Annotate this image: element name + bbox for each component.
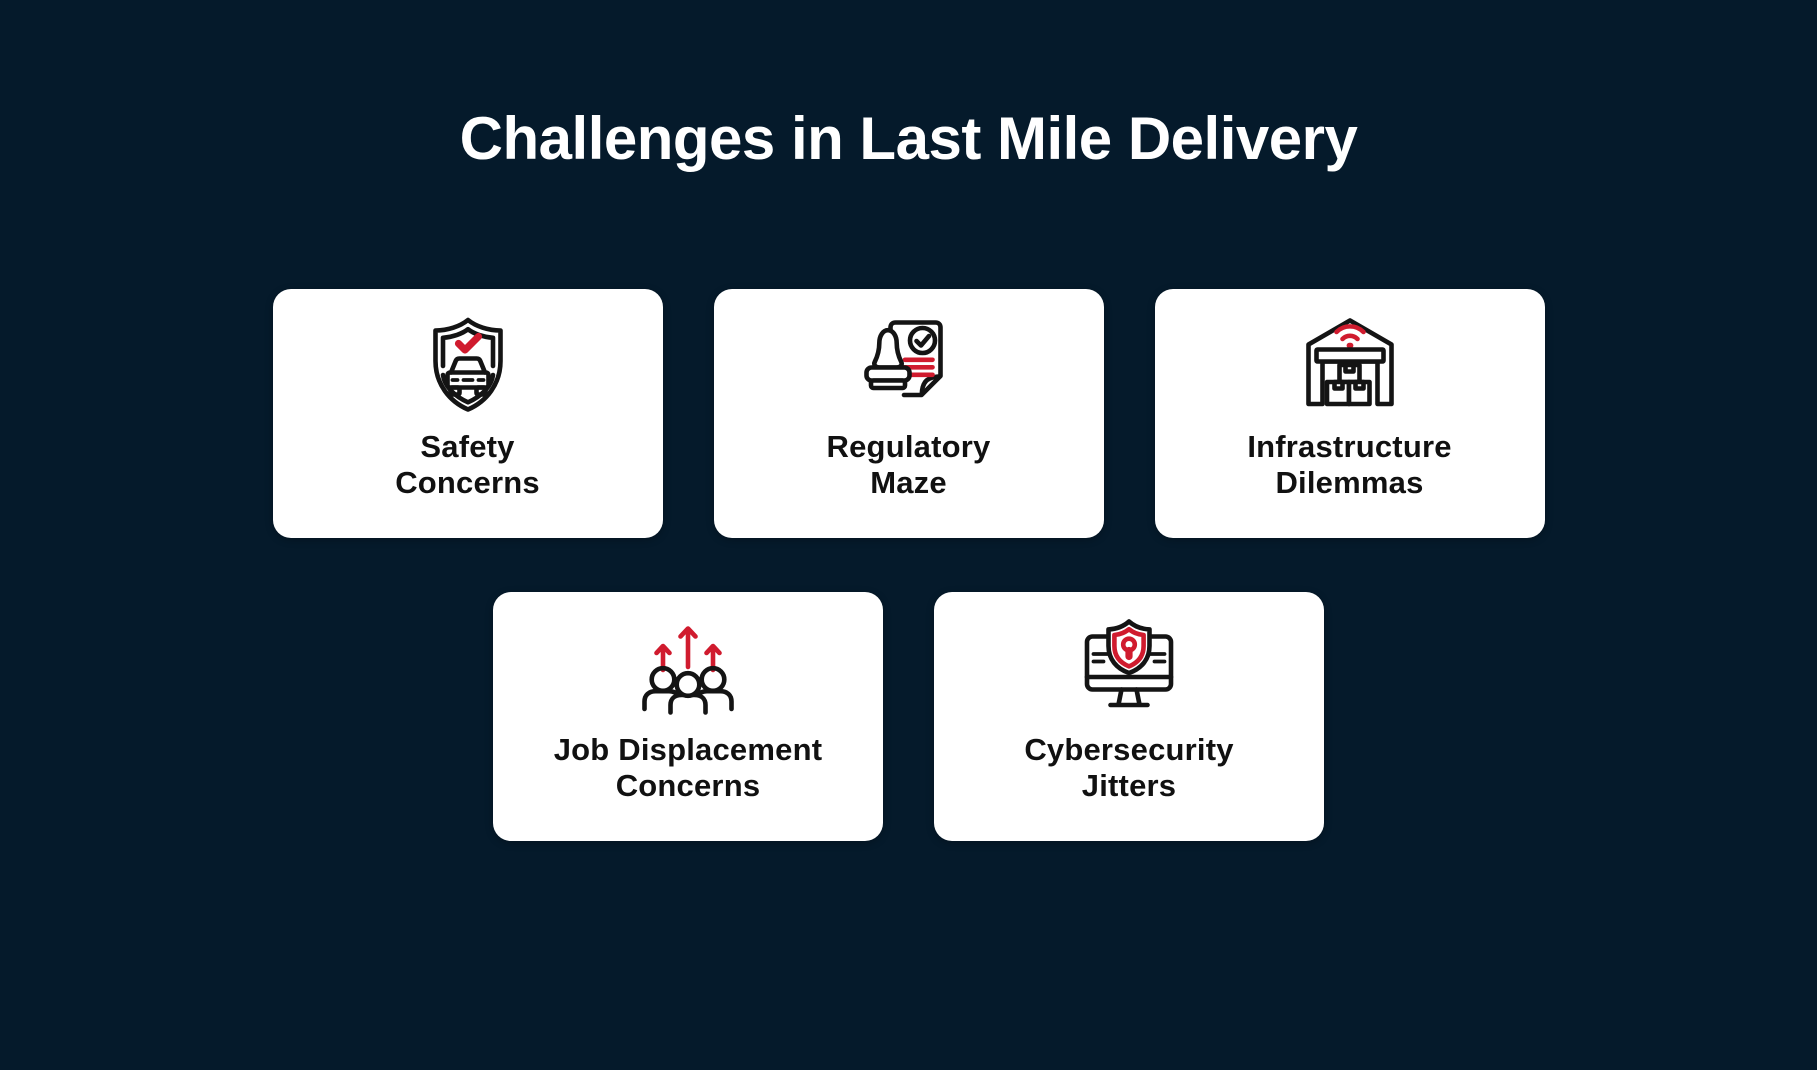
infographic-canvas: Challenges in Last Mile Delivery Safety: [0, 106, 1817, 1070]
card-job-displacement-concerns: Job Displacement Concerns: [493, 592, 883, 841]
card-label-infrastructure-dilemmas: Infrastructure Dilemmas: [1247, 429, 1451, 501]
shield-car-check-icon: [416, 313, 520, 417]
card-label-safety-concerns: Safety Concerns: [395, 429, 540, 501]
card-label-line: Regulatory: [826, 429, 991, 464]
page-title: Challenges in Last Mile Delivery: [459, 105, 1358, 172]
card-label-line: Dilemmas: [1275, 465, 1424, 500]
card-label-line: Job Displacement: [553, 732, 823, 767]
warehouse-wifi-icon: [1298, 313, 1402, 417]
card-label-line: Cybersecurity: [1024, 732, 1234, 767]
card-label-line: Jitters: [1081, 768, 1177, 803]
card-regulatory-maze: Regulatory Maze: [713, 289, 1104, 538]
monitor-shield-icon: [1077, 616, 1181, 720]
card-label-line: Concerns: [615, 768, 761, 803]
card-label-regulatory-maze: Regulatory Maze: [827, 429, 991, 501]
card-safety-concerns: Safety Concerns: [272, 289, 663, 538]
card-label-line: Concerns: [395, 465, 540, 500]
people-rise-icon: [636, 616, 740, 720]
card-label-line: Maze: [870, 465, 947, 500]
card-label-job-displacement-concerns: Job Displacement Concerns: [554, 732, 823, 804]
stamp-document-icon: [857, 313, 961, 417]
cards-row-top: Safety Concerns: [0, 289, 1817, 538]
card-label-line: Safety: [420, 429, 515, 464]
card-cybersecurity-jitters: Cybersecurity Jitters: [934, 592, 1324, 841]
card-infrastructure-dilemmas: Infrastructure Dilemmas: [1154, 289, 1545, 538]
cards-row-bottom: Job Displacement Concerns Cybersecurity: [0, 592, 1817, 841]
card-label-cybersecurity-jitters: Cybersecurity Jitters: [1024, 732, 1233, 804]
card-label-line: Infrastructure: [1247, 429, 1452, 464]
